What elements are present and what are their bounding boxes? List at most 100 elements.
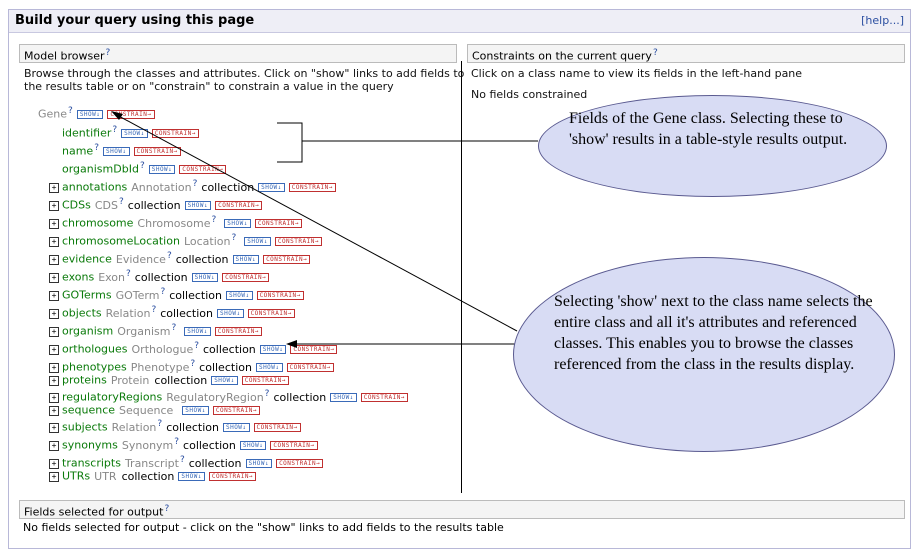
reference-help-icon[interactable]: ? bbox=[151, 305, 157, 315]
reference-field-name[interactable]: proteins bbox=[62, 373, 107, 387]
reference-show-button[interactable]: SHOW↓ bbox=[255, 363, 283, 373]
reference-show-button[interactable]: SHOW↓ bbox=[224, 219, 251, 229]
reference-help-icon[interactable]: ? bbox=[171, 323, 177, 333]
reference-constrain-button[interactable]: CONSTRAIN→ bbox=[286, 363, 334, 373]
attribute-name[interactable]: organismDbId bbox=[62, 162, 139, 176]
attribute-show-button[interactable]: SHOW↓ bbox=[121, 129, 148, 139]
expand-icon[interactable]: + bbox=[49, 344, 59, 355]
reference-help-icon[interactable]: ? bbox=[211, 215, 217, 225]
reference-constrain-button[interactable]: CONSTRAIN→ bbox=[222, 273, 270, 283]
attribute-show-button[interactable]: SHOW↓ bbox=[102, 147, 130, 157]
reference-show-button[interactable]: SHOW↓ bbox=[211, 376, 238, 386]
reference-show-button[interactable]: SHOW↓ bbox=[330, 393, 357, 403]
reference-constrain-button[interactable]: CONSTRAIN→ bbox=[254, 219, 302, 229]
expand-icon[interactable]: + bbox=[49, 272, 59, 283]
reference-field-name[interactable]: regulatoryRegions bbox=[62, 390, 163, 404]
reference-help-icon[interactable]: ? bbox=[160, 287, 166, 297]
help-link[interactable]: [help...] bbox=[861, 14, 904, 27]
reference-help-icon[interactable]: ? bbox=[157, 419, 163, 429]
reference-constrain-button[interactable]: CONSTRAIN→ bbox=[274, 237, 322, 247]
expand-icon[interactable]: + bbox=[49, 308, 59, 319]
reference-help-icon[interactable]: ? bbox=[174, 437, 180, 447]
expand-icon[interactable]: + bbox=[49, 218, 59, 229]
reference-help-icon[interactable]: ? bbox=[119, 197, 124, 207]
reference-show-button[interactable]: SHOW↓ bbox=[239, 441, 267, 451]
reference-field-name[interactable]: synonyms bbox=[62, 438, 118, 452]
expand-icon[interactable]: + bbox=[49, 405, 59, 416]
reference-constrain-button[interactable]: CONSTRAIN→ bbox=[276, 459, 324, 469]
reference-help-icon[interactable]: ? bbox=[231, 233, 237, 243]
gene-show-button[interactable]: SHOW↓ bbox=[76, 110, 104, 120]
reference-constrain-button[interactable]: CONSTRAIN→ bbox=[288, 183, 336, 193]
reference-field-name[interactable]: sequence bbox=[62, 403, 116, 417]
attribute-help-icon[interactable]: ? bbox=[139, 161, 145, 171]
expand-icon[interactable]: + bbox=[49, 392, 59, 403]
reference-constrain-button[interactable]: CONSTRAIN→ bbox=[208, 472, 257, 482]
expand-icon[interactable]: + bbox=[49, 422, 59, 433]
reference-field-name[interactable]: organism bbox=[62, 324, 114, 338]
attribute-constrain-button[interactable]: CONSTRAIN→ bbox=[179, 165, 227, 175]
reference-constrain-button[interactable]: CONSTRAIN→ bbox=[247, 309, 295, 319]
reference-constrain-button[interactable]: CONSTRAIN→ bbox=[214, 327, 262, 337]
reference-constrain-button[interactable]: CONSTRAIN→ bbox=[256, 291, 304, 301]
expand-icon[interactable]: + bbox=[49, 362, 59, 373]
reference-field-name[interactable]: transcripts bbox=[62, 456, 121, 470]
attribute-show-button[interactable]: SHOW↓ bbox=[148, 165, 176, 175]
attribute-help-icon[interactable]: ? bbox=[94, 143, 99, 153]
reference-show-button[interactable]: SHOW↓ bbox=[178, 472, 205, 482]
output-help-icon[interactable]: ? bbox=[164, 504, 170, 514]
model-browser-help-icon[interactable]: ? bbox=[105, 48, 111, 58]
reference-constrain-button[interactable]: CONSTRAIN→ bbox=[253, 423, 301, 433]
reference-constrain-button[interactable]: CONSTRAIN→ bbox=[263, 255, 311, 265]
attribute-name[interactable]: name bbox=[62, 144, 94, 158]
reference-help-icon[interactable]: ? bbox=[166, 251, 172, 261]
reference-help-icon[interactable]: ? bbox=[179, 455, 185, 465]
reference-constrain-button[interactable]: CONSTRAIN→ bbox=[212, 406, 260, 416]
gene-constrain-button[interactable]: CONSTRAIN→ bbox=[107, 110, 155, 120]
reference-show-button[interactable]: SHOW↓ bbox=[191, 273, 219, 283]
reference-show-button[interactable]: SHOW↓ bbox=[222, 423, 250, 433]
expand-icon[interactable]: + bbox=[49, 254, 59, 265]
reference-constrain-button[interactable]: CONSTRAIN→ bbox=[215, 201, 263, 211]
expand-icon[interactable]: + bbox=[49, 182, 59, 193]
expand-icon[interactable]: + bbox=[49, 375, 59, 386]
reference-field-name[interactable]: CDSs bbox=[62, 198, 91, 212]
attribute-help-icon[interactable]: ? bbox=[112, 125, 118, 135]
reference-help-icon[interactable]: ? bbox=[194, 341, 199, 351]
reference-show-button[interactable]: SHOW↓ bbox=[184, 201, 212, 211]
constraints-help-icon[interactable]: ? bbox=[652, 48, 658, 58]
reference-show-button[interactable]: SHOW↓ bbox=[217, 309, 244, 319]
reference-help-icon[interactable]: ? bbox=[264, 389, 270, 399]
expand-icon[interactable]: + bbox=[49, 326, 59, 337]
expand-icon[interactable]: + bbox=[49, 290, 59, 301]
reference-constrain-button[interactable]: CONSTRAIN→ bbox=[270, 441, 318, 451]
help-link-text[interactable]: [help...] bbox=[861, 14, 904, 27]
gene-class-name[interactable]: Gene bbox=[38, 107, 68, 121]
reference-show-button[interactable]: SHOW↓ bbox=[244, 237, 271, 247]
reference-show-button[interactable]: SHOW↓ bbox=[245, 459, 273, 469]
reference-constrain-button[interactable]: CONSTRAIN→ bbox=[360, 393, 408, 403]
reference-show-button[interactable]: SHOW↓ bbox=[226, 291, 253, 301]
reference-field-name[interactable]: objects bbox=[62, 306, 102, 320]
reference-field-name[interactable]: exons bbox=[62, 270, 95, 284]
reference-help-icon[interactable]: ? bbox=[126, 269, 131, 279]
reference-help-icon[interactable]: ? bbox=[192, 179, 198, 189]
reference-field-name[interactable]: orthologues bbox=[62, 342, 128, 356]
reference-show-button[interactable]: SHOW↓ bbox=[184, 327, 211, 337]
reference-show-button[interactable]: SHOW↓ bbox=[258, 183, 285, 193]
reference-constrain-button[interactable]: CONSTRAIN→ bbox=[290, 345, 338, 355]
reference-constrain-button[interactable]: CONSTRAIN→ bbox=[241, 376, 289, 386]
reference-show-button[interactable]: SHOW↓ bbox=[232, 255, 260, 265]
attribute-constrain-button[interactable]: CONSTRAIN→ bbox=[133, 147, 181, 157]
reference-field-name[interactable]: phenotypes bbox=[62, 360, 127, 374]
expand-icon[interactable]: + bbox=[49, 458, 59, 469]
reference-help-icon[interactable]: ? bbox=[190, 359, 196, 369]
reference-field-name[interactable]: chromosome bbox=[62, 216, 134, 230]
reference-field-name[interactable]: evidence bbox=[62, 252, 112, 266]
reference-show-button[interactable]: SHOW↓ bbox=[182, 406, 209, 416]
reference-field-name[interactable]: UTRs bbox=[62, 469, 91, 483]
expand-icon[interactable]: + bbox=[49, 236, 59, 247]
expand-icon[interactable]: + bbox=[49, 200, 59, 211]
reference-field-name[interactable]: chromosomeLocation bbox=[62, 234, 180, 248]
attribute-name[interactable]: identifier bbox=[62, 126, 112, 140]
